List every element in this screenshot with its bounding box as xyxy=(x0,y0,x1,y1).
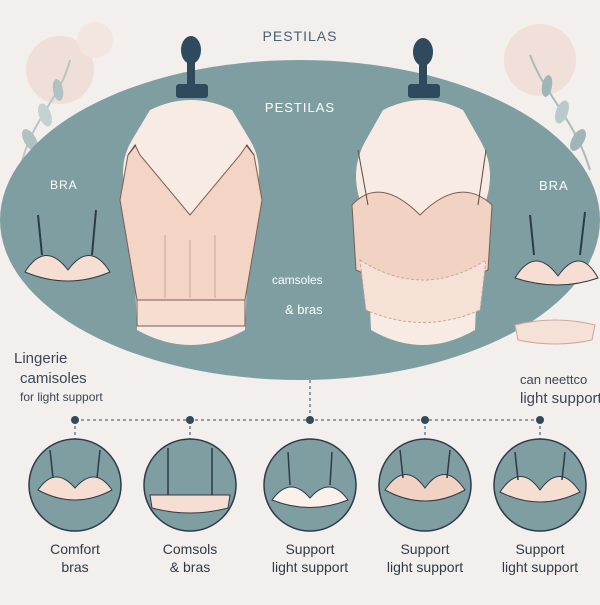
mannequin-camisole xyxy=(119,36,263,345)
bottom-item-caption-5: Support light support xyxy=(485,540,595,576)
connector-lines xyxy=(74,380,541,440)
bottom-item-caption-4: Support light support xyxy=(370,540,480,576)
bottom-item-4-line1: Support xyxy=(400,541,450,557)
center-caption-line1: camsoles xyxy=(272,273,323,287)
bottom-item-2-line2: & bras xyxy=(169,559,211,575)
left-bra-label: BRA xyxy=(50,178,78,192)
bottom-circle-3 xyxy=(263,438,357,532)
bottom-circle-4 xyxy=(378,438,472,532)
bottom-item-5-line1: Support xyxy=(515,541,565,557)
bottom-item-caption-2: Comsols & bras xyxy=(135,540,245,576)
right-bra-icon xyxy=(514,211,599,345)
left-bra-icon xyxy=(24,209,111,282)
bottom-item-2-line1: Comsols xyxy=(162,541,218,557)
floral-decoration-left xyxy=(19,22,113,171)
right-caption-line1: can neettco xyxy=(520,372,588,387)
bottom-item-1-line1: Comfort xyxy=(50,541,100,557)
bottom-item-1-line2: bras xyxy=(61,559,89,575)
bottom-item-5-line2: light support xyxy=(501,559,579,575)
bottom-circle-2 xyxy=(143,438,237,532)
right-bra-label: BRA xyxy=(539,178,569,193)
connector-dots xyxy=(71,416,544,424)
brand-title-top: PESTILAS xyxy=(262,28,338,44)
bottom-item-4-line2: light support xyxy=(386,559,464,575)
floral-decoration-right xyxy=(504,24,591,171)
bottom-item-3-line1: Support xyxy=(285,541,335,557)
bottom-circle-1 xyxy=(28,438,122,532)
bottom-circle-5 xyxy=(493,438,587,532)
left-caption-line1: Lingerie xyxy=(14,350,68,367)
brand-title-mid: PESTILAS xyxy=(264,100,336,115)
bottom-item-3-line2: light support xyxy=(271,559,349,575)
right-caption-line2: light support xyxy=(520,390,600,407)
left-caption-line2: camisoles xyxy=(20,370,87,387)
bottom-item-caption-3: Support light support xyxy=(255,540,365,576)
left-caption-line3: for light support xyxy=(20,390,103,404)
center-caption-line2: & bras xyxy=(285,302,323,317)
bottom-item-caption-1: Comfort bras xyxy=(20,540,130,576)
mannequin-lace-bra xyxy=(351,38,493,345)
